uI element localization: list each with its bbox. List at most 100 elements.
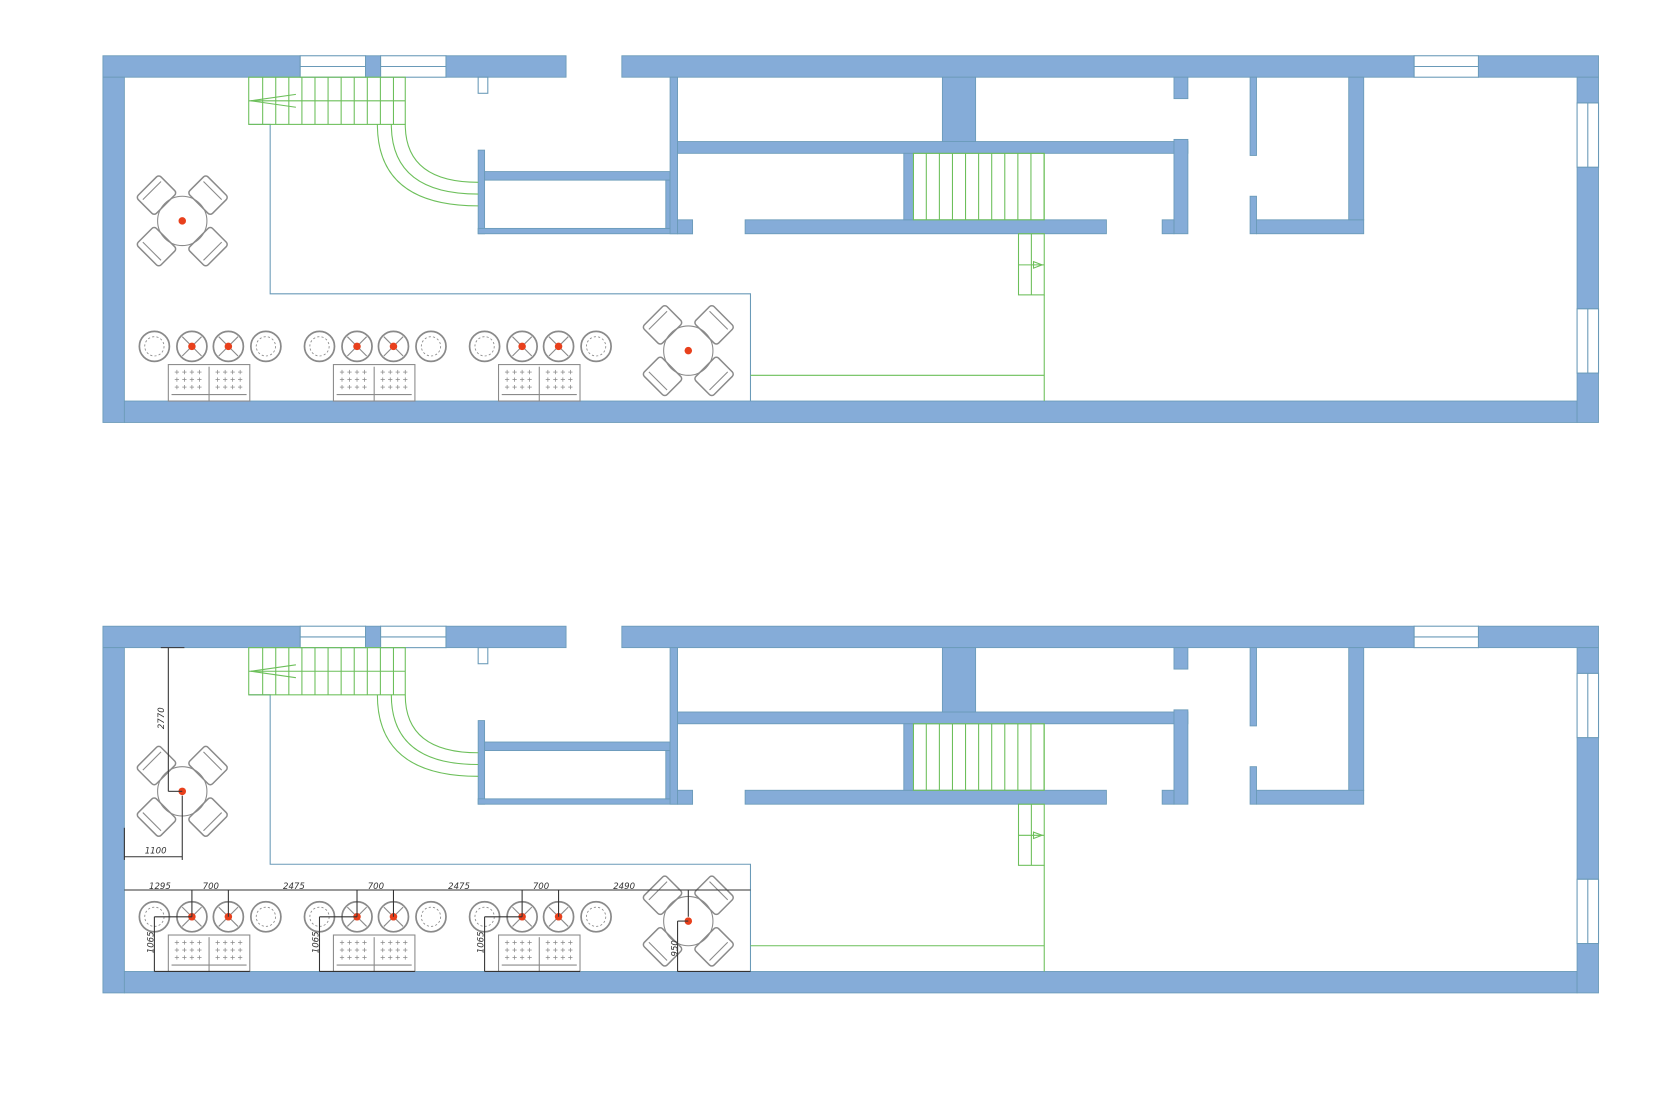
armchair-back: [203, 812, 223, 832]
wall: [445, 625, 567, 649]
wall-stub: [477, 647, 489, 665]
stool-pattern: [420, 906, 442, 927]
armchair: [642, 926, 683, 967]
table-top: [663, 325, 714, 376]
wall: [1348, 647, 1365, 791]
armchair-back: [648, 371, 668, 391]
dim-stool-1: 1065: [311, 931, 321, 953]
stool-seat: [580, 900, 612, 933]
round-table-with-chairs: [642, 875, 734, 967]
armchair: [694, 875, 734, 916]
wall-stub: [477, 76, 489, 94]
armchair: [188, 745, 228, 786]
round-table-with-chairs: [136, 745, 228, 838]
center-marker: [188, 342, 196, 351]
stair-arrowhead: [1032, 260, 1044, 269]
armchair-body: [136, 745, 177, 786]
wall: [1173, 709, 1189, 805]
wall: [1173, 76, 1189, 100]
wall: [123, 400, 1578, 423]
wall: [1249, 647, 1257, 727]
bar-stool: [176, 330, 208, 363]
armchair-body: [694, 926, 734, 967]
armchair-back: [709, 941, 729, 961]
wall: [1256, 789, 1365, 805]
armchair-body: [136, 797, 177, 838]
armchair: [136, 175, 177, 215]
bar-stool: [377, 330, 410, 363]
armchair-back: [203, 751, 223, 771]
wall: [1576, 372, 1599, 423]
armchair-body: [642, 875, 683, 916]
floor-plan-furniture: [102, 55, 1600, 423]
armchair-body: [642, 356, 683, 397]
armchair-back: [203, 181, 223, 201]
stool-seat: [138, 330, 171, 363]
wall: [123, 971, 1578, 994]
stair-arrow: [250, 100, 296, 108]
stool-seat: [250, 330, 282, 363]
wall: [1173, 138, 1189, 235]
center-marker: [178, 217, 187, 225]
dim-right-table: 950: [671, 940, 681, 957]
sofa: [167, 364, 251, 402]
side-stool: [250, 330, 282, 363]
side-stool: [303, 330, 336, 363]
side-stool: [415, 330, 447, 363]
wall: [665, 179, 671, 229]
stool-seat: [250, 900, 282, 933]
armchair: [188, 797, 228, 838]
dim-row-5: 700: [533, 882, 550, 892]
wall: [669, 76, 679, 235]
sofa: [497, 364, 581, 402]
armchair: [694, 304, 734, 345]
sofa: [332, 934, 416, 973]
wall: [903, 152, 914, 221]
armchair: [642, 356, 683, 397]
wall: [669, 647, 679, 805]
wall: [1576, 737, 1599, 880]
armchair: [136, 745, 177, 786]
stair-curve: [390, 124, 479, 195]
wall: [621, 625, 1415, 649]
armchair-body: [694, 875, 734, 916]
wall: [744, 219, 1107, 235]
wall: [677, 711, 1189, 725]
armchair: [188, 175, 228, 215]
wall: [677, 789, 694, 805]
armchair-back: [709, 371, 729, 391]
wall: [1576, 943, 1599, 994]
stool-seat: [415, 900, 447, 933]
stool-seat: [468, 330, 501, 363]
stool-seat: [580, 330, 612, 363]
wall: [477, 720, 486, 805]
sofa: [167, 934, 251, 973]
wall: [102, 647, 125, 994]
wall: [445, 55, 567, 78]
stair-arrow: [250, 670, 296, 679]
bar-stool: [506, 330, 538, 363]
stair-arrow: [250, 664, 296, 672]
wall: [1173, 647, 1189, 670]
wall: [1348, 76, 1365, 221]
wall: [102, 625, 301, 649]
stool-pattern: [586, 336, 607, 357]
wall: [1249, 76, 1257, 156]
center-marker: [389, 342, 398, 351]
wall: [477, 227, 694, 235]
armchair: [642, 875, 683, 916]
side-stool: [415, 900, 447, 933]
wall: [665, 750, 671, 800]
armchair-back: [142, 181, 162, 201]
side-stool: [468, 330, 501, 363]
center-marker: [554, 342, 563, 351]
wall: [941, 76, 977, 142]
stool-seat: [415, 330, 447, 363]
armchair: [188, 226, 228, 267]
armchair-back: [142, 241, 162, 261]
dim-table-left: 1100: [145, 847, 167, 857]
center-marker: [353, 342, 361, 351]
armchair: [136, 797, 177, 838]
